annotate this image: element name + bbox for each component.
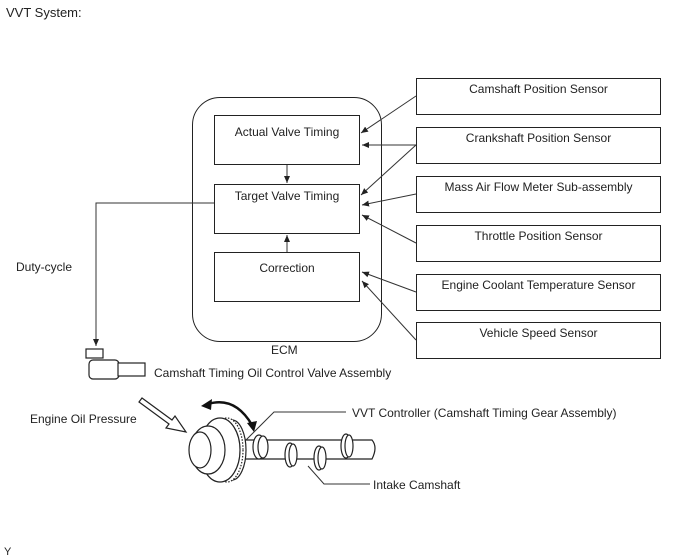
intake-camshaft-label: Intake Camshaft — [373, 478, 461, 492]
target-valve-timing-block: Target Valve Timing — [214, 184, 360, 234]
footer-mark: Y — [4, 546, 12, 558]
oil-pressure-arrow-icon — [138, 397, 188, 433]
oil-control-valve-icon — [85, 348, 146, 380]
sensor-label: Engine Coolant Temperature Sensor — [441, 278, 636, 292]
rotation-arrow-icon — [207, 401, 254, 426]
intake-camshaft-leader — [307, 465, 370, 485]
sensor-engine-coolant-temperature: Engine Coolant Temperature Sensor — [416, 274, 661, 311]
duty-cycle-label: Duty-cycle — [16, 260, 73, 274]
arrow-speed-sensor — [361, 280, 417, 341]
ecm-label: ECM — [271, 343, 298, 357]
rotation-arrowhead-right — [247, 421, 257, 432]
arrow-maf-sensor — [361, 193, 417, 207]
sensor-throttle-position: Throttle Position Sensor — [416, 225, 661, 262]
sensor-label: Vehicle Speed Sensor — [479, 326, 598, 340]
engine-oil-pressure-label: Engine Oil Pressure — [30, 412, 137, 426]
sensor-camshaft-position: Camshaft Position Sensor — [416, 78, 661, 115]
sensor-mass-air-flow-meter: Mass Air Flow Meter Sub-assembly — [416, 176, 661, 213]
sensor-vehicle-speed: Vehicle Speed Sensor — [416, 322, 661, 359]
sensor-crankshaft-position: Crankshaft Position Sensor — [416, 127, 661, 164]
vvt-controller-leader — [245, 411, 346, 441]
sensor-label: Throttle Position Sensor — [474, 229, 603, 243]
duty-cycle-line — [93, 202, 214, 346]
diagram-title: VVT System: — [6, 5, 82, 20]
arrow-camshaft-sensor — [360, 95, 417, 134]
actual-valve-timing-label: Actual Valve Timing — [234, 125, 340, 139]
actual-valve-timing-block: Actual Valve Timing — [214, 115, 360, 165]
arrow-throttle-sensor — [361, 214, 417, 244]
arrow-coolant-sensor — [361, 271, 417, 293]
correction-label: Correction — [259, 261, 315, 275]
ocv-label: Camshaft Timing Oil Control Valve Assemb… — [154, 366, 392, 380]
target-valve-timing-label: Target Valve Timing — [234, 189, 340, 203]
rotation-arrowhead-left — [201, 399, 212, 410]
sensor-label: Mass Air Flow Meter Sub-assembly — [444, 180, 633, 194]
sensor-label: Camshaft Position Sensor — [469, 82, 608, 96]
ecm-container — [192, 97, 382, 342]
sensor-label: Crankshaft Position Sensor — [465, 131, 612, 145]
vvt-controller-label: VVT Controller (Camshaft Timing Gear Ass… — [352, 406, 617, 420]
correction-block: Correction — [214, 252, 360, 302]
arrow-crankshaft-to-target — [360, 144, 417, 196]
intake-camshaft-icon — [188, 417, 376, 483]
